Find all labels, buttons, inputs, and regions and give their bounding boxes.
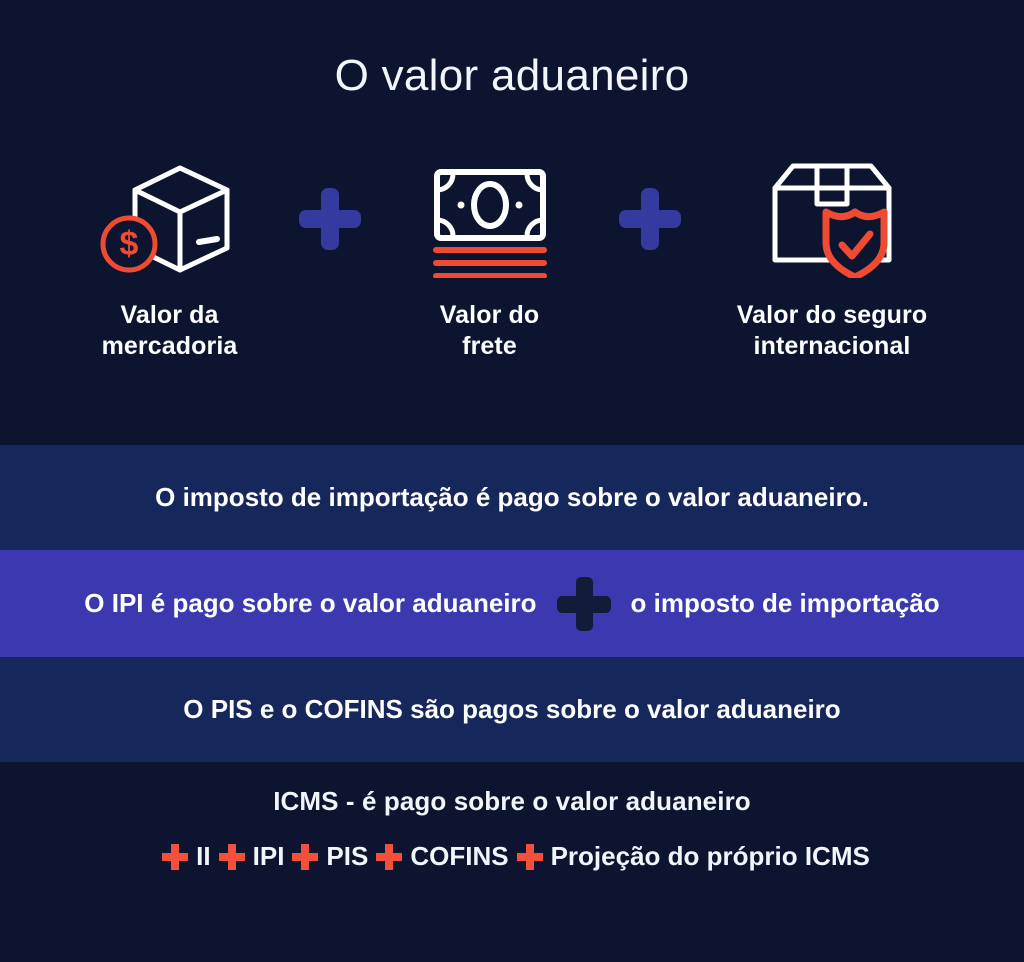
formula-item-frete: Valor do frete xyxy=(390,160,590,362)
box-shield-check-icon xyxy=(767,160,897,278)
plus-icon xyxy=(162,843,189,870)
statement-band-ipi: O IPI é pago sobre o valor aduaneiro o i… xyxy=(0,550,1024,657)
band-text: O imposto de importação é pago sobre o v… xyxy=(155,482,869,512)
icms-components: II IPI PIS COFINS Projeção do próprio IC… xyxy=(154,841,870,872)
statement-band-pis-cofins: O PIS e o COFINS são pagos sobre o valor… xyxy=(0,657,1024,762)
icms-term: II xyxy=(196,841,211,871)
page-title: O valor aduaneiro xyxy=(334,51,690,100)
box-dollar-icon: $ xyxy=(95,160,245,278)
plus-icon xyxy=(590,160,710,278)
plus-icon xyxy=(516,843,543,870)
plus-icon xyxy=(556,576,611,631)
statement-band-imposto-importacao: O imposto de importação é pago sobre o v… xyxy=(0,445,1024,550)
formula-item-label: Valor da mercadoria xyxy=(101,301,238,360)
band-text-right: o imposto de importação xyxy=(630,588,940,618)
formula-item-mercadoria: $ Valor da mercadoria xyxy=(70,160,270,362)
plus-icon xyxy=(218,843,245,870)
banknote-icon xyxy=(430,160,550,278)
icms-term: COFINS xyxy=(410,841,509,871)
icms-term: PIS xyxy=(326,841,369,871)
plus-icon xyxy=(376,843,403,870)
svg-text:$: $ xyxy=(119,225,138,263)
plus-icon xyxy=(292,843,319,870)
plus-icon xyxy=(270,160,390,278)
band-text-left: O IPI é pago sobre o valor aduaneiro xyxy=(84,588,537,618)
icms-statement: ICMS - é pago sobre o valor aduaneiro xyxy=(273,786,751,816)
formula-item-label: Valor do frete xyxy=(439,301,540,360)
formula-row: $ Valor da mercadoria xyxy=(0,160,1024,370)
formula-item-label: Valor do seguro internacional xyxy=(736,301,928,360)
icms-term: Projeção do próprio ICMS xyxy=(550,841,870,871)
band-text: O PIS e o COFINS são pagos sobre o valor… xyxy=(183,694,841,724)
icms-section: ICMS - é pago sobre o valor aduaneiro II… xyxy=(0,762,1024,962)
formula-item-seguro: Valor do seguro internacional xyxy=(710,160,955,362)
icms-term: IPI xyxy=(252,841,285,871)
